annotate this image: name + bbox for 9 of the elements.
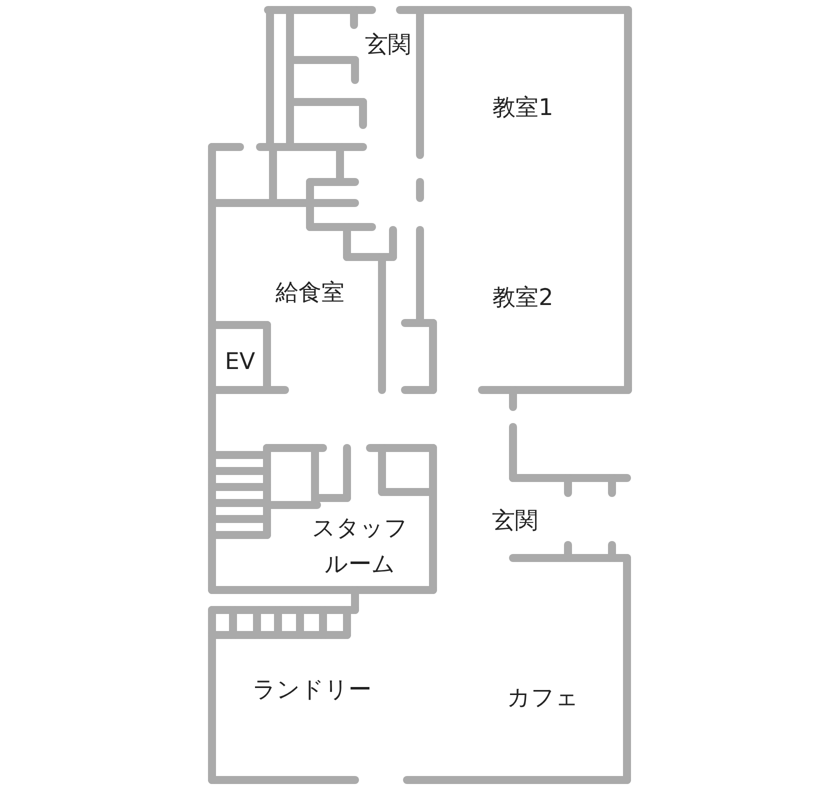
room-label: スタッフルーム [311, 514, 409, 579]
room-label: EV [224, 348, 256, 377]
room-label: 給食室 [276, 278, 344, 308]
room-label: 玄関 [492, 506, 538, 536]
room-label: 教室1 [492, 94, 554, 123]
room-label: 教室2 [492, 284, 554, 313]
room-label: ランドリー [252, 676, 372, 705]
room-label: カフェ [507, 684, 579, 713]
room-label: 玄関 [365, 30, 411, 60]
